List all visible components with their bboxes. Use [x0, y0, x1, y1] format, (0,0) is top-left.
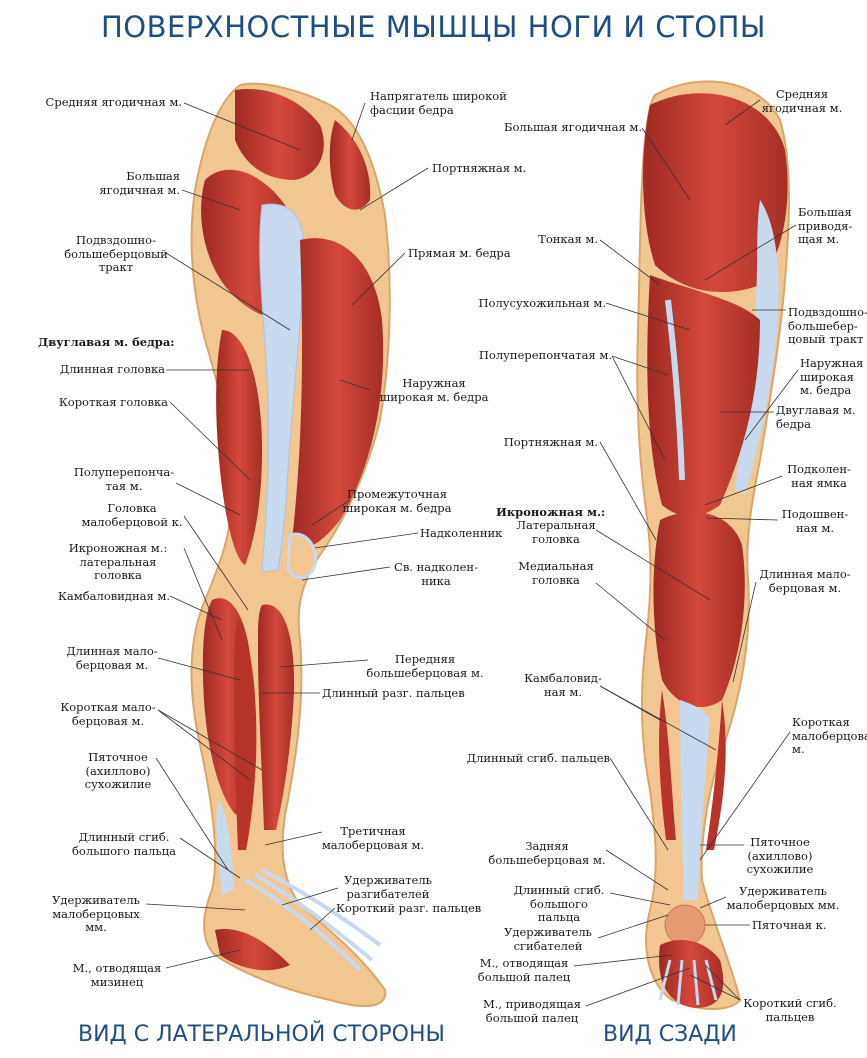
posterior-gluteus-maximus [643, 93, 788, 293]
label-lateral-vastus-lateralis: Наружная широкая м. бедра [379, 376, 489, 404]
view-title-lateral: ВИД С ЛАТЕРАЛЬНОЙ СТОРОНЫ [78, 1022, 445, 1047]
label-lateral-peroneus-longus: Длинная мало- берцовая м. [66, 644, 158, 672]
label-lateral-long-head: Длинная головка [59, 362, 165, 376]
posterior-leaders [573, 99, 799, 1007]
label-lateral-sartorius: Портняжная м. [432, 161, 527, 175]
posterior-calcaneus [664, 904, 706, 946]
label-posterior-flexor-digitorum-longus: Длинный сгиб. пальцев [466, 751, 610, 765]
lateral-tibialis-anterior [258, 604, 295, 830]
label-lateral-semimembranosus: Полуперепонча- тая м. [73, 465, 175, 493]
label-lateral-extensor-digitorum-longus: Длинный разг. пальцев [322, 686, 465, 700]
label-lateral-soleus: Камбаловидная м. [58, 589, 170, 603]
label-posterior-lateral-head: Латеральная головка [516, 518, 596, 546]
posterior-hamstrings [647, 275, 760, 517]
page-title: ПОВЕРХНОСТНЫЕ МЫШЦЫ НОГИ И СТОПЫ [100, 10, 766, 44]
label-lateral-iliotibial-tract: Подвздошно- большеберцовый тракт [64, 233, 168, 274]
label-posterior-gluteus-medius: Средняя ягодичная м. [761, 87, 843, 115]
label-lateral-short-head: Короткая головка [58, 395, 168, 409]
lateral-left-leaders [145, 102, 301, 969]
label-lateral-gluteus-medius: Средняя ягодичная м. [45, 95, 182, 109]
label-posterior-semimembranosus: Полуперепончатая м. [478, 348, 612, 362]
lateral-foot-muscle [215, 929, 290, 971]
label-lateral-extensor-retinaculum: Удерживатель разгибателей [344, 873, 432, 901]
label-posterior-adductor-hallucis: М., приводящая большой палец [483, 997, 581, 1025]
label-posterior-achilles: Пяточное (ахиллово) сухожилие [746, 835, 814, 876]
label-posterior-adductor-magnus: Большая приводя- щая м. [798, 205, 853, 246]
label-lateral-gastrocnemius: Икроножная м.: латеральная головка [68, 541, 168, 582]
label-lateral-fibula-head: Головка малоберцовой к. [81, 501, 183, 529]
label-lateral-peroneal-retinaculum: Удерживатель малоберцовых мм. [52, 893, 140, 934]
label-lateral-patellar-ligament: Св. надколен- ника [394, 560, 478, 588]
label-lateral-peroneus-tertius: Третичная малоберцовая м. [321, 824, 425, 852]
lateral-vastus-lateralis [292, 238, 384, 548]
label-posterior-vastus-lateralis: Наружная широкая м. бедра [800, 356, 864, 397]
label-lateral-abductor-digiti: М., отводящая мизинец [72, 961, 162, 989]
posterior-semitendinosus-tendon [665, 299, 685, 481]
lateral-tensor-fasciae [329, 120, 371, 210]
label-posterior-gluteus-maximus: Большая ягодичная м. [504, 120, 642, 134]
label-posterior-sartorius: Портняжная м. [503, 435, 598, 449]
label-posterior-peroneal-retinaculum: Удерживатель малоберцовых мм. [726, 884, 840, 912]
view-title-posterior: ВИД СЗАДИ [603, 1022, 737, 1047]
label-posterior-iliotibial-tract: Подвздошно- большебер- цовый тракт [788, 305, 867, 346]
lateral-leg-figure [190, 82, 391, 1007]
label-lateral-flexor-hallucis: Длинный сгиб. большого пальца [72, 830, 176, 858]
label-posterior-popliteal-fossa: Подколен- ная ямка [787, 462, 851, 490]
label-posterior-gracilis: Тонкая м. [538, 232, 598, 246]
posterior-leg-figure [636, 80, 790, 1010]
posterior-soleus [659, 690, 726, 850]
label-lateral-tibialis-anterior: Передняя большеберцовая м. [366, 652, 484, 680]
label-posterior-peroneus-brevis: Короткая малоберцовая м. [792, 715, 867, 756]
lateral-biceps-femoris [216, 330, 262, 565]
label-posterior-flexor-retinaculum: Удерживатель сгибателей [504, 925, 592, 953]
label-posterior-plantaris: Подошвен- ная м. [781, 507, 849, 535]
lateral-peroneus [234, 620, 257, 850]
label-lateral-biceps-header: Двуглавая м. бедра: [38, 335, 175, 349]
posterior-gastrocnemius [653, 512, 745, 708]
label-lateral-extensor-digitorum-brevis: Короткий разг. пальцев [336, 901, 482, 915]
label-posterior-biceps-femoris: Двуглавая м. бедра [776, 403, 856, 431]
label-posterior-gastrocnemius-header: Икроножная м.: [496, 505, 606, 519]
label-lateral-patella: Надколенник [420, 526, 503, 540]
label-lateral-peroneus-brevis: Короткая мало- берцовая м. [60, 700, 156, 728]
label-posterior-flexor-hallucis: Длинный сгиб. большого пальца [513, 883, 605, 924]
lateral-patella [286, 532, 317, 579]
label-lateral-tensor-fasciae: Напрягатель широкой фасции бедра [370, 89, 507, 117]
label-lateral-gluteus-maximus: Большая ягодичная м. [99, 169, 180, 197]
label-lateral-rectus-femoris: Прямая м. бедра [408, 246, 511, 260]
posterior-achilles [680, 700, 710, 900]
label-posterior-calcaneus: Пяточная к. [752, 918, 827, 932]
posterior-sole-tendons [658, 959, 718, 1006]
lateral-foot-tendons [244, 868, 382, 972]
label-posterior-tibialis-posterior: Задняя большеберцовая м. [488, 839, 606, 867]
label-posterior-abductor-hallucis: М., отводящая большой палец [477, 956, 571, 984]
posterior-sole [659, 940, 724, 1008]
lateral-gluteus-medius [235, 88, 324, 180]
label-lateral-vastus-intermedius: Промежуточная широкая м. бедра [342, 487, 452, 515]
lateral-right-leaders [262, 102, 429, 931]
label-lateral-achilles: Пяточное (ахиллово) сухожилие [84, 750, 152, 791]
label-posterior-flexor-digitorum-brevis: Короткий сгиб. пальцев [743, 996, 837, 1024]
label-posterior-soleus: Камбаловид- ная м. [524, 671, 602, 699]
label-posterior-peroneus-longus: Длинная мало- берцовая м. [759, 567, 851, 595]
label-posterior-medial-head: Медиальная головка [518, 559, 594, 587]
label-posterior-semitendinosus: Полусухожильная м. [478, 296, 606, 310]
